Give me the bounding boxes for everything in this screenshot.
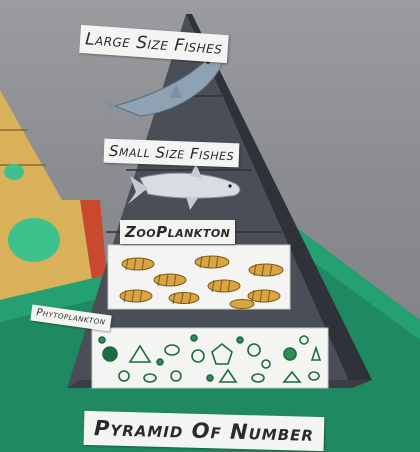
zooplankton-7: [168, 292, 200, 305]
zooplankton-4: [153, 273, 187, 287]
left-green-blob: [8, 218, 60, 262]
phyto-8: [310, 345, 322, 361]
zooplankton-5: [207, 279, 241, 293]
phyto-11: [170, 370, 182, 382]
phyto-13: [251, 373, 265, 383]
small-fish-image: [128, 164, 241, 210]
phyto-5: [211, 342, 233, 365]
label-pyramid-of-number: Pyramid Of Number: [83, 410, 325, 452]
phyto-14: [282, 370, 302, 383]
phyto-4: [191, 349, 205, 363]
phyto-19: [206, 374, 214, 382]
phyto-10: [143, 373, 157, 383]
phyto-21: [236, 336, 244, 344]
label-zooplankton: ZooPlankton: [120, 220, 236, 244]
zooplankton-3: [248, 263, 284, 277]
phytoplankton-organisms: [98, 334, 322, 383]
left-pyramid-top: [0, 90, 62, 200]
zooplankton-2: [194, 255, 230, 269]
label-small-size-fishes: Small Size Fishes: [103, 138, 240, 168]
phyto-9: [118, 370, 130, 382]
phyto-7: [283, 347, 297, 361]
phyto-18: [98, 336, 106, 344]
zooplankton-organisms: [119, 255, 284, 309]
phyto-17: [299, 335, 309, 345]
phyto-22: [190, 334, 198, 342]
phyto-6: [247, 343, 261, 357]
phyto-2: [128, 344, 152, 363]
zooplankton-9: [229, 299, 255, 309]
zooplankton-6: [119, 289, 153, 303]
phyto-1: [102, 346, 118, 362]
phyto-12: [218, 368, 238, 383]
zooplankton-8: [247, 289, 281, 303]
phyto-3: [164, 344, 180, 356]
phyto-15: [308, 371, 320, 381]
zooplankton-1: [121, 257, 155, 271]
phyto-16: [261, 359, 271, 369]
phyto-20: [156, 358, 164, 366]
pyramid-edge: [186, 14, 372, 388]
